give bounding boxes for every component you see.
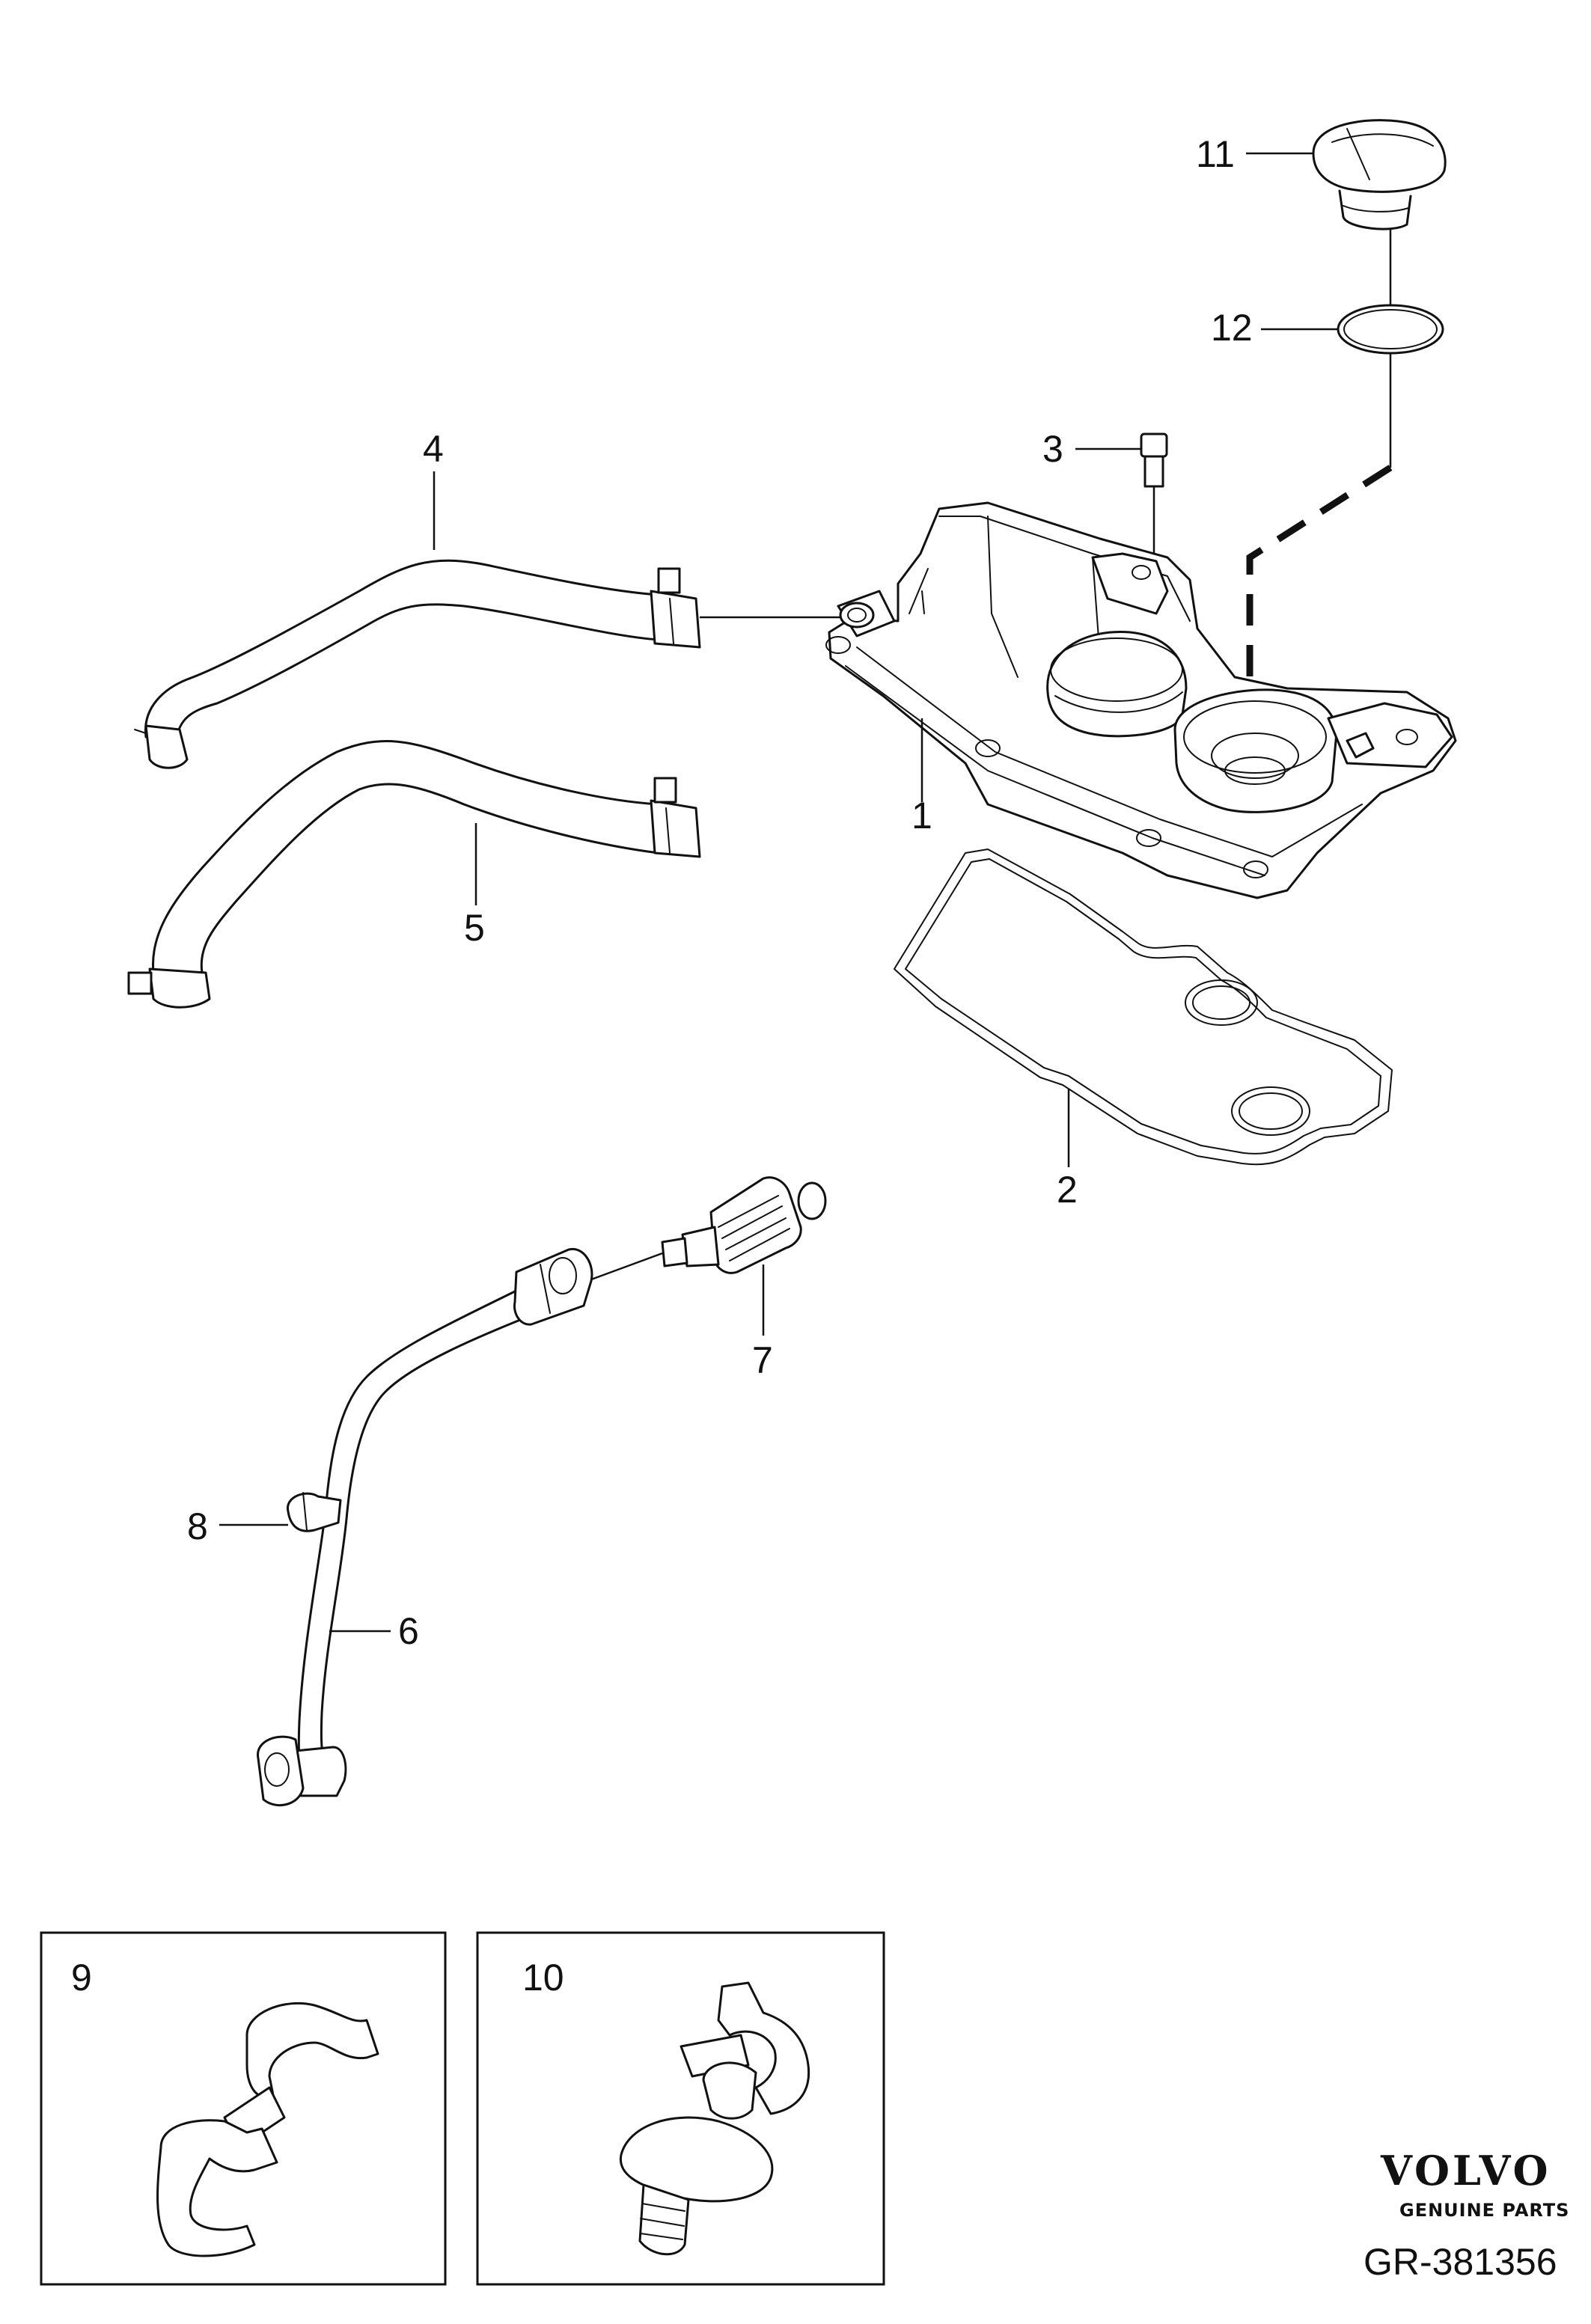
- inset-box-10: [476, 1931, 885, 2286]
- diagram-reference: GR-381356: [1364, 2241, 1557, 2283]
- oil-filler-cap: [1312, 119, 1447, 230]
- brand-tagline: GENUINE PARTS: [1399, 2200, 1569, 2221]
- pcv-hose-lower: [127, 740, 701, 1009]
- bolt: [1140, 432, 1168, 488]
- breather-pipe: [257, 1247, 593, 1807]
- callout-8: 8: [187, 1505, 208, 1547]
- callout-6: 6: [398, 1610, 419, 1652]
- callout-7: 7: [752, 1339, 773, 1381]
- callout-11: 11: [1196, 133, 1235, 175]
- cover-gasket: [894, 848, 1393, 1166]
- callout-5: 5: [464, 907, 485, 949]
- callout-3: 3: [1042, 428, 1063, 470]
- inset-box-9: [40, 1931, 447, 2286]
- volvo-logo: VOLVO GENUINE PARTS: [1380, 2147, 1569, 2221]
- pcv-hose-upper: [134, 559, 701, 769]
- brand-name: VOLVO: [1380, 2147, 1551, 2195]
- callout-12: 12: [1211, 307, 1253, 349]
- assembly-line-valve: [590, 1252, 663, 1281]
- callout-4: 4: [423, 428, 444, 470]
- callout-10: 10: [522, 1957, 564, 1999]
- pipe-clip: [287, 1492, 342, 1532]
- pcv-valve: [661, 1176, 827, 1274]
- callout-2: 2: [1057, 1169, 1078, 1211]
- callout-9: 9: [71, 1957, 92, 1999]
- valve-cover: [825, 501, 1457, 899]
- o-ring: [1337, 304, 1444, 355]
